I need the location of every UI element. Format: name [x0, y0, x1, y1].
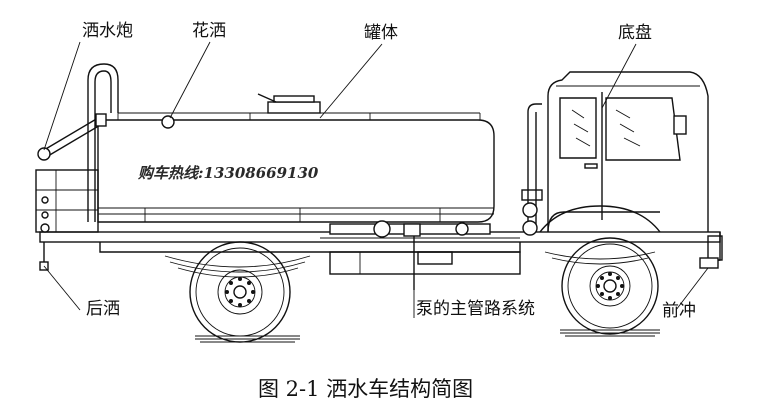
label-water-cannon: 洒水炮 [82, 21, 133, 41]
label-tank: 罐体 [364, 23, 398, 43]
manhole [257, 93, 321, 114]
label-pump-pipe-system: 泵的主管路系统 [416, 299, 535, 319]
leader-lines [43, 41, 709, 318]
label-chassis: 底盘 [618, 23, 652, 43]
rear-wheel [189, 241, 291, 343]
label-front-spray: 前冲 [662, 301, 696, 321]
rear-leaf-spring [164, 255, 311, 278]
exhaust-pipe [521, 103, 543, 236]
label-sprinkler: 花洒 [192, 21, 226, 41]
water-cannon [37, 63, 119, 222]
front-spray [699, 257, 719, 269]
front-leaf-spring [544, 251, 656, 265]
sprinkler-head [161, 115, 175, 129]
pump-pipe-system [329, 220, 521, 290]
label-rear-sprinkler: 后洒 [86, 299, 120, 319]
figure-caption: 图 2-1 洒水车结构简图 [258, 377, 473, 401]
front-wheel [561, 237, 659, 335]
truck-cab [539, 71, 723, 263]
hotline-text: 购车热线:13308669130 [137, 164, 319, 182]
